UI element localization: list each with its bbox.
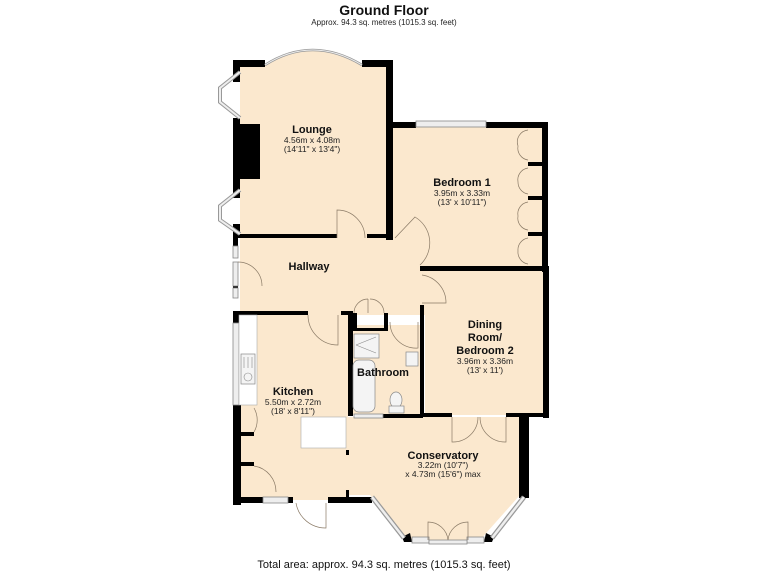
lounge-dims-metric: 4.56m x 4.08m bbox=[284, 135, 340, 145]
lounge-dims-imperial: (14'11" x 13'4") bbox=[284, 144, 341, 154]
floor-area-subtitle: Approx. 94.3 sq. metres (1015.3 sq. feet… bbox=[311, 18, 457, 27]
cupboard-doors bbox=[353, 298, 385, 314]
lounge-label: Lounge bbox=[292, 124, 332, 136]
wardrobe-door-1 bbox=[517, 129, 529, 161]
kitchen-bottom-window bbox=[262, 496, 289, 504]
dining-label-line2: Room/ bbox=[468, 332, 502, 344]
kitchen-cupboard-door-2 bbox=[253, 465, 277, 493]
kitchen-dims-metric: 5.50m x 2.72m bbox=[265, 397, 321, 407]
toilet bbox=[389, 391, 403, 409]
hallway-corner-floor bbox=[388, 237, 425, 305]
dining-door bbox=[421, 274, 447, 304]
dining-label-line1: Dining bbox=[468, 319, 502, 331]
basin bbox=[405, 351, 419, 367]
wardrobe-door-3 bbox=[517, 201, 529, 231]
bedroom1-window bbox=[415, 120, 487, 128]
lounge-door bbox=[336, 209, 366, 239]
floor-title: Ground Floor bbox=[339, 2, 429, 18]
bedroom1-label: Bedroom 1 bbox=[433, 177, 490, 189]
conservatory-dims-line2: x 4.73m (15'6") max bbox=[405, 469, 481, 479]
bath bbox=[352, 359, 376, 413]
room-labels: Lounge 4.56m x 4.08m (14'11" x 13'4") Be… bbox=[265, 124, 514, 479]
conservatory-floor bbox=[300, 417, 520, 540]
conservatory-french-doors bbox=[427, 521, 469, 541]
conservatory-dims-line1: 3.22m (10'7") bbox=[418, 460, 469, 470]
bedroom1-dims-imperial: (13' x 10'11") bbox=[438, 197, 487, 207]
fixtures bbox=[238, 314, 419, 449]
bathroom-label: Bathroom bbox=[357, 367, 409, 379]
lounge-floor bbox=[240, 50, 388, 237]
total-area-footer: Total area: approx. 94.3 sq. metres (101… bbox=[257, 559, 511, 571]
walls bbox=[233, 60, 549, 542]
kitchen-door bbox=[307, 314, 339, 346]
conservatory-label: Conservatory bbox=[408, 450, 480, 462]
chimney-breast bbox=[240, 124, 260, 179]
dining-label-line3: Bedroom 2 bbox=[456, 345, 513, 357]
bathroom-window bbox=[353, 413, 384, 419]
hallway-label: Hallway bbox=[289, 261, 331, 273]
kitchen-dims-imperial: (18' x 8'11") bbox=[271, 406, 315, 416]
kitchen-island bbox=[300, 416, 347, 449]
dining-dims-metric: 3.96m x 3.36m bbox=[457, 356, 513, 366]
kitchen-label: Kitchen bbox=[273, 386, 314, 398]
hall-window-1 bbox=[232, 245, 239, 259]
conservatory-french-doors-frame bbox=[428, 539, 468, 545]
wardrobe-door-2 bbox=[517, 167, 529, 195]
wardrobe-door-4 bbox=[517, 237, 529, 265]
kitchen-window bbox=[232, 322, 240, 406]
dining-dims-imperial: (13' x 11') bbox=[467, 365, 503, 375]
dining-french-doors bbox=[451, 416, 507, 443]
windows bbox=[218, 48, 526, 545]
floor-areas bbox=[240, 50, 545, 540]
door-swings bbox=[237, 129, 529, 541]
bathroom-door bbox=[389, 321, 419, 349]
kitchen-back-door bbox=[295, 502, 327, 529]
hall-front-door bbox=[232, 261, 239, 287]
bedroom1-door bbox=[394, 216, 431, 266]
kitchen-cupboard-door-1 bbox=[253, 407, 258, 433]
kitchen-sink bbox=[240, 353, 256, 385]
bedroom1-dims-metric: 3.95m x 3.33m bbox=[434, 188, 490, 198]
hall-front-door-swing bbox=[237, 261, 263, 287]
